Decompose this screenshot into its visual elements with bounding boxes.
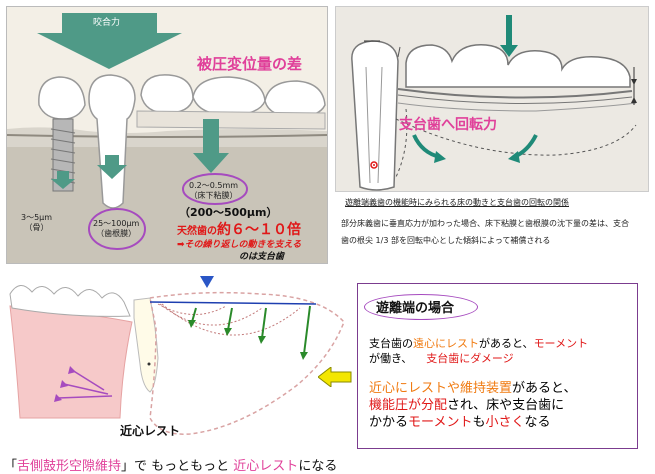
implant-arrow xyxy=(51,171,75,189)
anterior-teeth xyxy=(9,285,131,317)
bone-area xyxy=(7,147,327,263)
abutment-tooth-front xyxy=(133,297,159,393)
mesial-rest-text: 近心にレストや維持装置があると、 機能圧が分配され、床や支台歯に かかるモーメン… xyxy=(369,380,635,431)
footer-open-bracket: 「 xyxy=(4,459,18,474)
ratio-value: 約６〜１０倍 xyxy=(217,222,301,238)
case-title-oval xyxy=(364,294,478,320)
rotation-center xyxy=(370,161,378,169)
ratio-line: 天然歯の約６〜１０倍 xyxy=(177,219,301,239)
footer-mesial-rest: 近心レスト xyxy=(233,459,299,474)
displacement-title: 被圧変位量の差 xyxy=(197,55,303,73)
figure-caption-body-2: 歯の根尖 1/3 部を回転中心とした傾斜によって補償される xyxy=(341,236,551,245)
mesial-rest-t9: なる xyxy=(524,415,551,430)
mesial-rest-t4: され、床や支台歯に xyxy=(447,398,565,413)
micron-value: （200〜500μm） xyxy=(179,206,278,219)
distal-rest-t3: があると、 xyxy=(479,337,534,350)
rotation-title: 支台歯へ回転力 xyxy=(399,117,497,133)
distal-rest-t4: モーメント xyxy=(533,337,589,350)
ratio-prefix: 天然歯の xyxy=(177,226,217,237)
abutment-tooth xyxy=(351,40,399,191)
denture-tooth-2 xyxy=(192,76,266,116)
footer-text: 「舌側鼓形空隙維持」で もっともっと 近心レストになる xyxy=(4,455,337,474)
figure-caption-body-1: 部分床義歯に垂直応力が加わった場合、床下粘膜と歯根膜の沈下量の差は、支合 xyxy=(341,219,629,228)
rotation-figure: 支台歯へ回転力 遊離端義歯の機能時にみられる床の動きと支台歯の回転の関係 部分床… xyxy=(335,6,649,256)
pointer-arrow xyxy=(318,367,352,387)
bite-force-label: 咬合力 xyxy=(93,18,121,28)
support-caption-2: のは支台歯 xyxy=(239,252,285,262)
distal-rest-text: 支台歯の遠心にレストがあると、モーメント が働き、 支台歯にダメージ xyxy=(369,336,633,366)
rotation-illustration xyxy=(351,15,637,191)
rotation-photo xyxy=(335,6,649,192)
mesial-rest-t8: 小さく xyxy=(485,415,525,430)
footer-lingual-embrasure: 舌側鼓形空隙維持 xyxy=(17,459,122,474)
tooth-arrow xyxy=(97,155,127,179)
denture-tooth-1 xyxy=(140,74,194,114)
mesial-rest-t1: 近心にレストや維持装置 xyxy=(369,381,513,396)
bone-displacement-label: 3〜5μm （骨） xyxy=(21,213,53,232)
mesial-rest-figure: 近心レスト xyxy=(0,268,350,448)
natural-tooth xyxy=(88,74,136,209)
pdl-highlight xyxy=(88,208,146,250)
displacement-figure: 咬合力 被圧変位量の差 3〜5μm （骨） 25〜100μm （歯根膜） 0.2… xyxy=(6,6,328,264)
denture-base-line xyxy=(397,88,633,99)
load-indicator xyxy=(200,276,214,288)
mesial-rest-t2: があると、 xyxy=(512,381,577,396)
pdl-displacement-label: 25〜100μm （歯根膜） xyxy=(93,219,140,238)
distal-rest-t6: 支台歯にダメージ xyxy=(426,352,514,365)
mucosa-highlight xyxy=(182,173,248,205)
gum-tissue xyxy=(9,305,133,419)
free-end-case-box: 遊離端の場合 支台歯の遠心にレストがあると、モーメント が働き、 支台歯にダメー… xyxy=(357,283,638,449)
mesial-rest-t7: も xyxy=(472,415,486,430)
mesial-rest-illustration xyxy=(9,276,345,435)
mesial-rest-t5: かかる xyxy=(369,415,409,430)
partial-denture xyxy=(149,291,345,435)
figure-caption-title: 遊離端義歯の機能時にみられる床の動きと支台歯の回転の関係 xyxy=(345,198,569,207)
denture-tooth-3 xyxy=(264,80,326,118)
mesial-rest-t6: モーメント xyxy=(408,415,473,430)
support-caption-1: ➡その繰り返しの動きを支える xyxy=(177,240,302,250)
alveolar-ridge xyxy=(397,102,637,112)
denture-teeth xyxy=(405,44,631,88)
distal-rest-t1: 支台歯の xyxy=(369,337,413,350)
distal-rest-t5: が働き、 xyxy=(369,352,413,365)
mesial-rest-label: 近心レスト xyxy=(120,424,181,438)
bite-force-arrow xyxy=(37,13,182,69)
denture-base xyxy=(136,110,326,130)
mucosa-displacement-label: 0.2〜0.5mm （床下粘膜） xyxy=(189,181,239,200)
displacement-illustration xyxy=(7,13,327,263)
mesial-rest-t3: 機能圧が分配 xyxy=(369,398,448,413)
distal-rest-t2: 遠心にレスト xyxy=(413,337,479,350)
implant-crown xyxy=(38,76,86,120)
case-title: 遊離端の場合 xyxy=(376,301,455,316)
footer-end: になる xyxy=(298,459,338,474)
displacement-dashes xyxy=(395,118,637,156)
denture-arrow xyxy=(193,119,229,173)
vertical-load-arrow xyxy=(500,15,518,57)
footer-middle: 」で もっともっと xyxy=(121,459,234,474)
